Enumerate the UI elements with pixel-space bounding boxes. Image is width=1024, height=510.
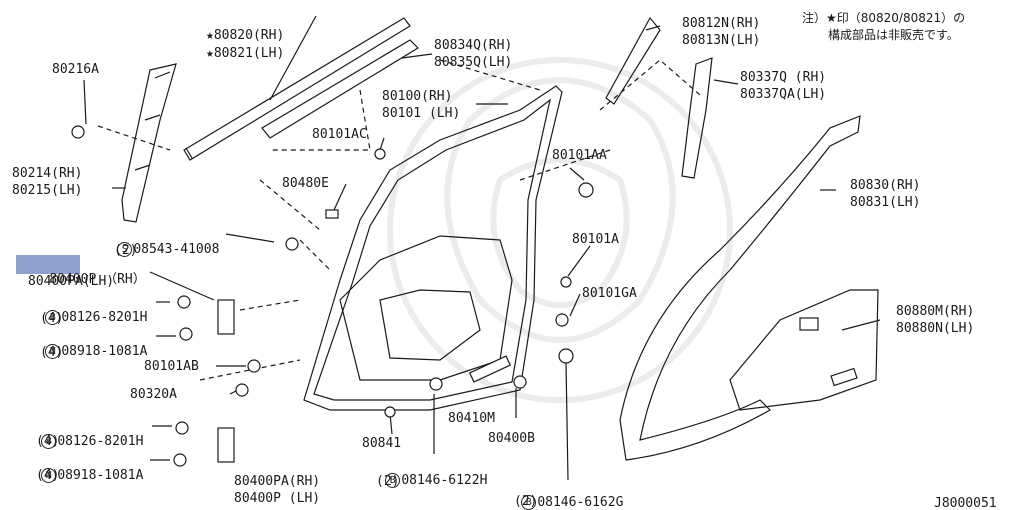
door-trim-80880m [729, 289, 879, 411]
label-80835q: 80835Q(LH) [434, 55, 513, 70]
clip-80101ab [247, 359, 261, 373]
label-80101a: 80101A [572, 232, 619, 247]
label-80841: 80841 [362, 436, 402, 451]
s-prefix-icon: S [117, 242, 133, 257]
note-line-1: 注）★印（80820/80821）の [802, 11, 966, 25]
label-08146-6162g-qty: (2) [514, 494, 538, 509]
label-80101ga: 80101GA [582, 286, 637, 301]
b-prefix-icon: B [41, 434, 57, 449]
note-line-2: 構成部品は非販売です。 [828, 28, 959, 42]
label-80101aa: 80101AA [552, 148, 607, 163]
label-08918-top-qty: (4) [40, 345, 64, 360]
label-80214: 80214(RH) [12, 166, 83, 181]
label-80337qa: 80337QA(LH) [740, 87, 827, 102]
label-08146-6122h-qty: (2) [376, 474, 400, 489]
grommet-80101ac [374, 148, 386, 160]
label-80101ac: 80101AC [312, 127, 367, 142]
label-80410m: 80410M [448, 411, 495, 426]
label-80834q: 80834Q(RH) [434, 38, 513, 53]
grommet-80101ga [555, 313, 569, 327]
label-80400pa-rh: 80400PA(RH) [234, 474, 321, 489]
plug-80841 [384, 406, 396, 418]
b-prefix-icon: B [385, 473, 401, 488]
label-80813n: 80813N(LH) [682, 33, 761, 48]
clip-80480e [325, 209, 339, 219]
label-80880m: 80880M(RH) [896, 304, 975, 319]
n-prefix-icon: N [41, 468, 57, 483]
diagram-code: J8000051 [934, 496, 997, 510]
label-80400p-rh: 80400P （RH） [49, 272, 146, 287]
hinge-upper [217, 299, 235, 335]
label-80880n: 80880N(LH) [896, 321, 975, 336]
watermark-emblem [387, 57, 733, 403]
label-80337q: 80337Q (RH) [740, 70, 827, 85]
check-link-80410m [468, 355, 512, 383]
label-80400p-lh: 80400P (LH) [234, 491, 321, 506]
bolt-80320a [235, 383, 249, 397]
label-80821: ★80821(LH) [206, 46, 285, 61]
label-80215: 80215(LH) [12, 183, 83, 198]
corner-piece-80812n [605, 16, 661, 105]
outer-weatherstrip-80820 [183, 17, 411, 161]
label-80830: 80830(RH) [850, 178, 921, 193]
door-frame-80100 [303, 85, 563, 411]
label-80101: 80101 (LH) [382, 106, 461, 121]
bolt-08543 [285, 237, 299, 251]
label-08126-top-qty: (4) [40, 311, 64, 326]
label-08126-bottom-qty: (4) [36, 434, 60, 449]
label-80820: ★80820(RH) [206, 28, 285, 43]
b-prefix-icon: B [45, 310, 61, 325]
label-80480e: 80480E [282, 176, 329, 191]
n-prefix-icon: N [45, 344, 61, 359]
highlighted-part-number: 80400 [49, 272, 89, 287]
label-80400pa-lh: 80400PA(LH) [28, 274, 115, 289]
highlight-box [16, 255, 80, 274]
bolt-80216a [71, 125, 85, 139]
label-80101ab: 80101AB [144, 359, 199, 374]
grommet-80101a [560, 276, 572, 288]
hinge-lower [217, 427, 235, 463]
label-80400b: 80400B [488, 431, 535, 446]
label-80831: 80831(LH) [850, 195, 921, 210]
label-80320a: 80320A [130, 387, 177, 402]
sash-trim-80214 [121, 63, 177, 223]
label-08918-bottom-qty: (4) [36, 468, 60, 483]
grommet-80101aa [578, 182, 594, 198]
rear-sash-80337q [681, 57, 713, 179]
moulding-80834q [261, 39, 419, 139]
label-80100: 80100(RH) [382, 89, 453, 104]
label-80216a: 80216A [52, 62, 99, 77]
label-80812n: 80812N(RH) [682, 16, 761, 31]
label-08543-qty: (2) [114, 243, 138, 258]
